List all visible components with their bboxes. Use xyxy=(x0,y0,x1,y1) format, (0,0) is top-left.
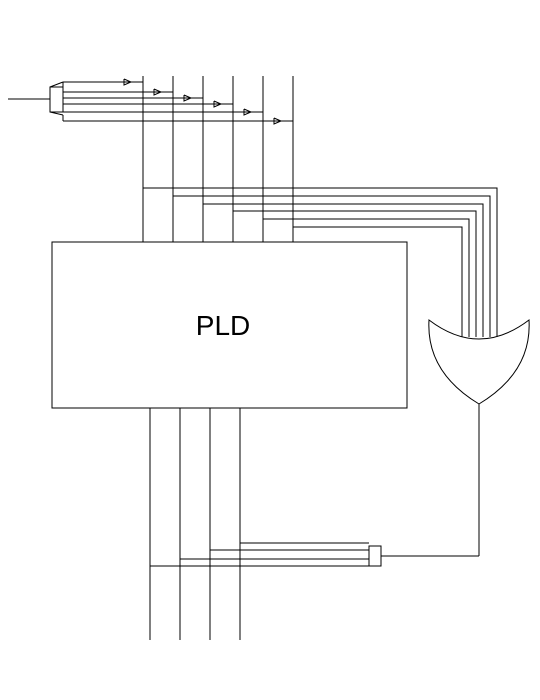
or-gate-feed-lines xyxy=(143,187,498,337)
input-buffer-lines xyxy=(63,81,293,122)
pld-rectangle xyxy=(51,241,408,409)
input-bus xyxy=(8,81,64,121)
feedback-bundle xyxy=(150,542,382,567)
pld-block: PLD xyxy=(51,241,408,409)
pld-output-columns xyxy=(149,408,241,640)
buffer-arrows xyxy=(123,78,283,125)
pld-input-columns xyxy=(142,76,294,242)
or-gate xyxy=(381,319,530,557)
pld-label: PLD xyxy=(196,310,250,341)
